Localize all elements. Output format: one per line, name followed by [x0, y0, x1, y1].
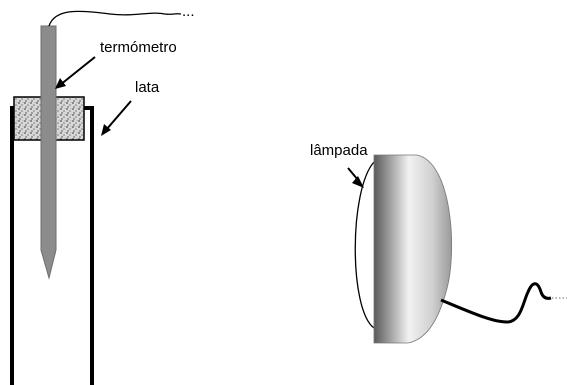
lamp-housing	[373, 154, 453, 344]
lamp-label: lâmpada	[310, 142, 368, 159]
thermometer-arrow	[55, 56, 96, 89]
lamp-arrow	[347, 167, 364, 188]
can-label: lata	[135, 79, 160, 96]
thermometer-label: termómetro	[100, 39, 177, 56]
thermometer: ...	[40, 3, 195, 280]
can-arrow	[101, 100, 132, 136]
lamp-cable	[440, 282, 552, 324]
lamp-lens	[354, 161, 375, 329]
lamp	[354, 154, 567, 344]
thermometer-wire-ellipsis: ...	[182, 3, 195, 20]
thermometer-body	[40, 25, 57, 280]
thermometer-wire	[48, 10, 182, 27]
